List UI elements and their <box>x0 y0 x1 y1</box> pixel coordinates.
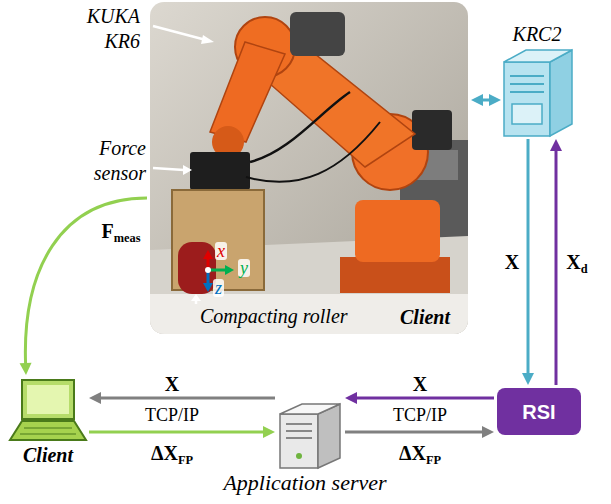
laptop-icon-part <box>10 421 86 440</box>
controller-label: KRC2 <box>497 22 577 47</box>
signal-label: Xd <box>566 252 587 272</box>
signal-label: X <box>413 374 427 394</box>
arrow-line <box>99 397 275 400</box>
protocol-label: TCP/IP <box>393 406 447 424</box>
robot-photo-part <box>153 168 184 170</box>
server-tower-part <box>286 423 312 425</box>
arrow-head <box>345 392 357 404</box>
protocol-label: TCP/IP <box>145 406 199 424</box>
arrow-line <box>355 397 494 400</box>
controller-cabinet <box>504 50 572 136</box>
server-tower-part <box>280 414 318 468</box>
laptop-client-node: Client <box>2 374 94 474</box>
data-flow-arrow <box>20 198 147 375</box>
server-tower-part <box>286 437 312 439</box>
robot-photo-part-part <box>340 257 450 293</box>
controller-cabinet-part <box>504 50 572 136</box>
server-tower-part <box>296 453 302 459</box>
laptop-icon-part <box>27 385 69 414</box>
signal-label: X <box>165 374 179 394</box>
data-flow-arrow <box>550 139 562 385</box>
data-flow-arrow <box>522 139 534 385</box>
server-tower-part <box>286 430 312 432</box>
part-callout: Compacting roller <box>200 304 348 329</box>
controller-cabinet-part <box>504 62 550 136</box>
laptop-icon-part <box>22 380 74 419</box>
robot-photo-part-part <box>250 92 350 162</box>
robot-photo-part <box>191 294 201 301</box>
part-callout: Force sensor <box>72 136 146 186</box>
arrow-line <box>527 139 530 375</box>
controller-cabinet-part <box>512 104 542 124</box>
robot-photo-part-part <box>290 12 345 56</box>
rsi-label: RSI <box>522 402 555 422</box>
data-flow-arrow <box>89 392 275 404</box>
data-flow-arrow <box>89 426 275 438</box>
robot-photo-part <box>153 26 206 40</box>
arrow-head <box>263 426 275 438</box>
robot-photo-part <box>201 35 214 44</box>
robot-photo-part <box>150 294 468 334</box>
robot-photo-part-part <box>355 200 440 262</box>
server-label: Application server <box>180 470 430 496</box>
robot-photo-part <box>172 12 452 294</box>
arrow-line <box>345 431 484 434</box>
server-node: Application server <box>180 402 430 500</box>
arrow-head <box>522 373 534 385</box>
robot-photo-part-part <box>205 267 211 273</box>
axis-label: y <box>238 259 250 277</box>
server-tower-part <box>280 404 340 414</box>
robot-photo-part <box>150 2 468 334</box>
arrow-line <box>89 431 265 434</box>
robot-photo-part <box>183 165 192 175</box>
laptop-icon-part <box>20 434 76 435</box>
server-tower-part <box>318 404 340 468</box>
controller-node: KRC2 <box>497 22 577 140</box>
server-tower-part <box>278 404 342 468</box>
controller-cabinet-part <box>510 83 544 85</box>
arrow-head <box>89 392 101 404</box>
controller-cabinet-part <box>550 50 572 136</box>
robot-photo-part-part <box>203 283 213 292</box>
arrow-head <box>482 426 494 438</box>
robot-photo-part-part <box>246 122 380 182</box>
signal-label: X <box>505 252 519 272</box>
signal-label: Fmeas <box>101 221 140 241</box>
client-label: Client <box>2 443 94 468</box>
axis-label: x <box>215 242 227 260</box>
laptop-icon <box>10 378 86 442</box>
client-label: Client <box>400 305 450 330</box>
controller-cabinet-part <box>510 75 544 77</box>
laptop-icon-part <box>24 428 72 429</box>
robot-photo-part-part <box>178 242 216 294</box>
server-tower <box>278 404 342 468</box>
arrow-line <box>555 149 558 385</box>
robot-photo-part-part <box>203 250 213 259</box>
robot-photo-part-part <box>210 42 285 142</box>
rsi-box: RSI <box>497 388 581 435</box>
arrow-head <box>20 363 32 375</box>
controller-cabinet-part <box>504 50 572 62</box>
robot-photo-part-part <box>225 265 234 275</box>
axis-label: z <box>213 279 224 297</box>
laptop-icon-part <box>10 378 86 442</box>
controller-cabinet-part <box>510 91 544 93</box>
data-flow-arrow <box>345 426 494 438</box>
signal-label: ΔXFP <box>151 443 193 463</box>
robot-photo <box>150 2 468 334</box>
arrow-head <box>550 139 562 151</box>
robot-client-photo: Client <box>150 2 468 334</box>
part-callout: KUKA KR6 <box>74 4 140 54</box>
signal-label: ΔXFP <box>399 443 441 463</box>
arrow-head <box>489 94 501 106</box>
arrow-head <box>471 94 483 106</box>
robot-photo-part-part <box>412 110 452 150</box>
data-flow-arrow <box>471 94 501 106</box>
robot-photo-part-part <box>190 152 250 190</box>
arrow-line <box>25 198 147 365</box>
